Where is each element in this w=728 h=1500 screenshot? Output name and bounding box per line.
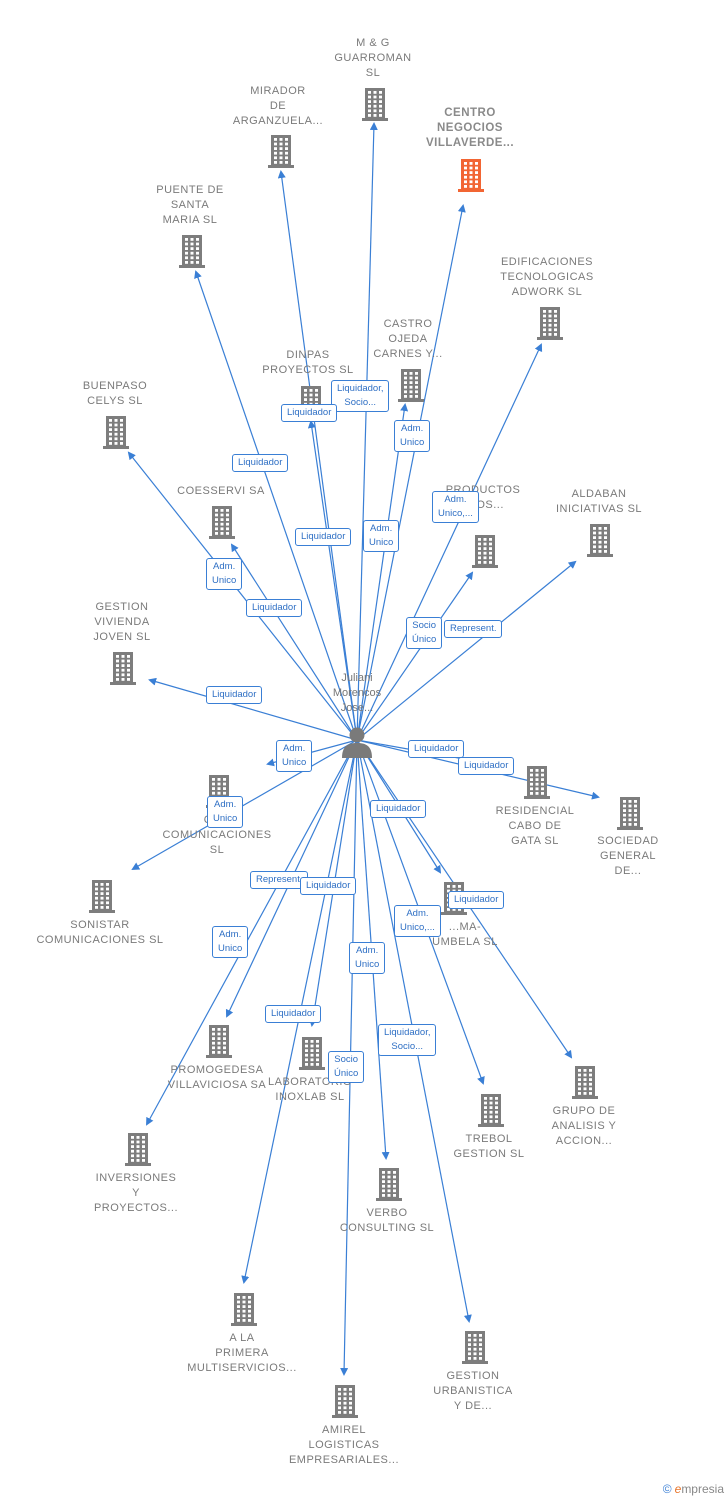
company-name: GESTION URBANISTICA Y DE...: [433, 1370, 513, 1412]
company-name: VERBO CONSULTING SL: [339, 1207, 435, 1234]
building-icon: [535, 305, 565, 341]
relation-label[interactable]: Adm. Unico: [206, 558, 243, 590]
company-name: M & G GUARROMAN SL: [334, 37, 412, 79]
edge-mg: [356, 122, 378, 741]
company-name: A LA PRIMERA MULTISERVICIOS...: [187, 1332, 297, 1374]
relation-label[interactable]: Liquidador, Socio...: [331, 380, 390, 412]
edge-dinpas: [307, 420, 358, 741]
company-name: RESIDENCIAL CABO DE GATA SL: [495, 805, 575, 847]
relation-label[interactable]: Represent.: [250, 871, 309, 889]
relation-label[interactable]: Adm. Unico: [363, 520, 400, 552]
relation-label[interactable]: Liquidador: [265, 1005, 322, 1023]
building-icon: [207, 504, 237, 540]
relation-label[interactable]: Socio Único: [406, 617, 443, 649]
relation-label[interactable]: Liquidador: [246, 599, 303, 617]
company-name: AMIREL LOGISTICAS EMPRESARIALES...: [288, 1424, 400, 1466]
person-icon: [342, 727, 372, 758]
building-icon: [229, 1291, 259, 1327]
building-icon: [374, 1166, 404, 1202]
edge-centro: [356, 204, 466, 741]
edge-productos: [356, 571, 474, 741]
company-name: BUENPASO CELYS SL: [82, 380, 148, 407]
relation-label[interactable]: Liquidador: [281, 404, 338, 422]
edge-edif: [356, 343, 543, 741]
company-name: ...MA- UMBELA SL: [432, 921, 498, 948]
building-icon: [204, 1023, 234, 1059]
brand-initial: e: [674, 1482, 682, 1496]
edge-puente: [194, 270, 358, 741]
relation-label[interactable]: Liquidador: [295, 528, 352, 546]
building-icon: [615, 795, 645, 831]
company-name: PUENTE DE SANTA MARIA SL: [156, 184, 224, 226]
edge-aldaban: [356, 560, 577, 741]
edge-inversiones: [146, 739, 358, 1126]
relation-label[interactable]: Liquidador: [300, 877, 357, 895]
relation-label[interactable]: Adm. Unico: [276, 740, 313, 772]
building-icon: [101, 414, 131, 450]
relation-label[interactable]: Adm. Unico: [212, 926, 249, 958]
relation-label[interactable]: Socio Único: [328, 1051, 365, 1083]
company-name: MIRADOR DE ARGANZUELA...: [232, 85, 324, 127]
edge-gestionviv: [148, 677, 358, 741]
relation-label[interactable]: Liquidador: [370, 800, 427, 818]
building-icon: [570, 1064, 600, 1100]
edge-buenpaso: [127, 451, 358, 741]
company-name: CENTRO NEGOCIOS VILLAVERDE...: [425, 107, 515, 149]
building-icon-highlighted: [456, 157, 486, 193]
company-name: PROMOGEDESA VILLAVICIOSA SA: [167, 1064, 267, 1091]
relation-label[interactable]: Adm. Unico,...: [432, 491, 479, 523]
building-icon: [297, 1035, 327, 1071]
relation-label[interactable]: Liquidador: [448, 891, 505, 909]
company-name: INVERSIONES Y PROYECTOS...: [93, 1172, 179, 1214]
relation-label[interactable]: Liquidador: [458, 757, 515, 775]
company-name: GESTION VIVIENDA JOVEN SL: [93, 601, 151, 643]
company-name: LABORATORIO INOXLAB SL: [268, 1076, 352, 1103]
relation-label[interactable]: Liquidador, Socio...: [378, 1024, 437, 1056]
company-name: ALDABAN INICIATIVAS SL: [555, 488, 643, 515]
relation-label[interactable]: Adm. Unico: [207, 796, 244, 828]
building-icon: [585, 522, 615, 558]
person-name: Juliani Morencos Jose...: [332, 672, 382, 714]
building-icon: [266, 133, 296, 169]
relation-label[interactable]: Adm. Unico: [349, 942, 386, 974]
building-icon: [460, 1329, 490, 1365]
edge-sonistar: [131, 739, 358, 870]
building-icon: [522, 764, 552, 800]
relation-label[interactable]: Liquidador: [232, 454, 289, 472]
relation-label[interactable]: Adm. Unico,...: [394, 905, 441, 937]
edge-castro: [356, 403, 409, 741]
company-name: GRUPO DE ANALISIS Y ACCION...: [551, 1105, 617, 1147]
building-icon: [108, 650, 138, 686]
company-name: EDIFICACIONES TECNOLOGICAS ADWORK SL: [500, 256, 594, 298]
relation-label[interactable]: Liquidador: [206, 686, 263, 704]
brand-name: mpresia: [681, 1482, 724, 1496]
relation-label[interactable]: Liquidador: [408, 740, 465, 758]
building-icon: [470, 533, 500, 569]
company-name: SONISTAR COMUNICACIONES SL: [36, 919, 164, 946]
company-name: TREBOL GESTION SL: [453, 1133, 525, 1160]
company-name: SOCIEDAD GENERAL DE...: [597, 835, 659, 877]
relation-label[interactable]: Represent.: [444, 620, 503, 638]
relation-label[interactable]: Adm. Unico: [394, 420, 431, 452]
edge-coesservi: [230, 543, 358, 741]
copyright-symbol: ©: [662, 1482, 672, 1496]
company-name: CASTRO OJEDA CARNES Y...: [373, 318, 443, 360]
building-icon: [330, 1383, 360, 1419]
company-name: COESSERVI SA: [177, 485, 265, 497]
building-icon: [177, 233, 207, 269]
company-name: DINPAS PROYECTOS SL: [262, 349, 354, 376]
building-icon: [476, 1092, 506, 1128]
building-icon: [123, 1131, 153, 1167]
building-icon: [87, 878, 117, 914]
building-icon: [396, 367, 426, 403]
brand-logo: ©empresia: [663, 1482, 724, 1496]
edge-mirador: [277, 170, 358, 741]
building-icon: [360, 86, 390, 122]
